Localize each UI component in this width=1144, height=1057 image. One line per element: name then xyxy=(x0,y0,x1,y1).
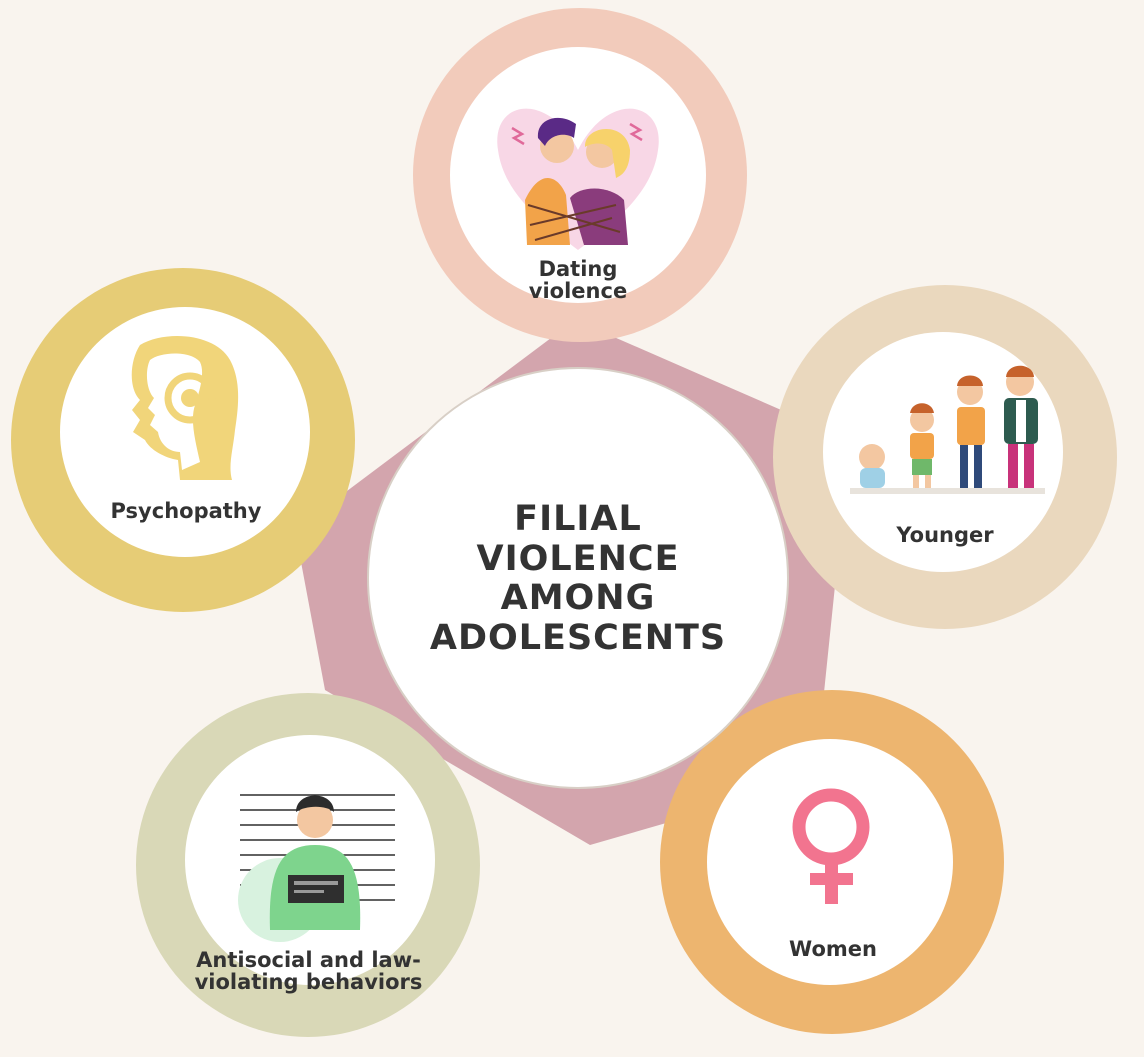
center-circle xyxy=(367,367,789,789)
head-profile-icon xyxy=(131,336,239,480)
younger-label: Younger xyxy=(896,523,994,547)
node-women xyxy=(660,690,1004,1034)
psychopathy-label: Psychopathy xyxy=(110,499,262,523)
couple-arguing-icon xyxy=(497,108,659,250)
women-label: Women xyxy=(789,937,877,961)
node-psychopathy xyxy=(11,268,355,612)
mugshot-person-icon xyxy=(238,794,395,942)
antisocial-label: Antisocial and law- violating behaviors xyxy=(194,948,423,995)
node-antisocial xyxy=(136,693,480,1037)
center-title: FILIAL VIOLENCE AMONG ADOLESCENTS xyxy=(429,499,727,658)
node-dating-violence xyxy=(413,8,747,342)
node-inner xyxy=(823,332,1063,572)
female-symbol-icon xyxy=(792,788,870,904)
dating-violence-label: Dating violence xyxy=(528,257,628,304)
children-growth-icon xyxy=(850,365,1045,494)
node-younger xyxy=(773,285,1117,629)
